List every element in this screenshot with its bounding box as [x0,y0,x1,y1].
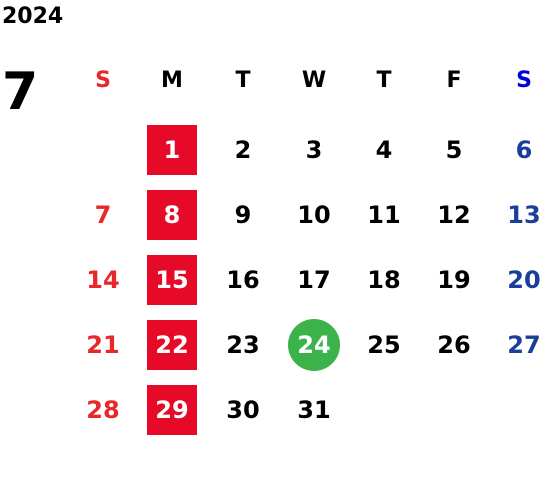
day-cell-12[interactable]: 12 [437,201,471,229]
weekday-sun: S [95,68,111,93]
day-cell-29-highlighted[interactable]: 29 [147,385,197,435]
day-cell-28[interactable]: 28 [86,396,120,424]
day-cell-14[interactable]: 14 [86,266,120,294]
day-cell-23[interactable]: 23 [226,331,260,359]
month-number: 7 [2,62,39,122]
day-cell-9[interactable]: 9 [234,201,252,229]
day-cell-22-highlighted[interactable]: 22 [147,320,197,370]
day-cell-11[interactable]: 11 [367,201,401,229]
day-cell-21[interactable]: 21 [86,331,120,359]
day-cell-8-highlighted[interactable]: 8 [147,190,197,240]
day-cell-27[interactable]: 27 [507,331,541,359]
day-cell-20[interactable]: 20 [507,266,541,294]
day-cell-6[interactable]: 6 [515,136,533,164]
day-cell-18[interactable]: 18 [367,266,401,294]
weekday-fri: F [446,68,462,93]
year-label: 2024 [2,4,64,29]
day-cell-19[interactable]: 19 [437,266,471,294]
day-cell-26[interactable]: 26 [437,331,471,359]
weekday-wed: W [301,68,327,93]
day-cell-16[interactable]: 16 [226,266,260,294]
day-cell-5[interactable]: 5 [445,136,463,164]
day-cell-15-highlighted[interactable]: 15 [147,255,197,305]
day-cell-3[interactable]: 3 [305,136,323,164]
weekday-mon: M [161,68,183,93]
day-cell-25[interactable]: 25 [367,331,401,359]
day-cell-10[interactable]: 10 [297,201,331,229]
day-cell-24-today[interactable]: 24 [288,319,340,371]
weekday-sat: S [516,68,532,93]
day-cell-13[interactable]: 13 [507,201,541,229]
day-cell-17[interactable]: 17 [297,266,331,294]
day-cell-4[interactable]: 4 [375,136,393,164]
day-cell-7[interactable]: 7 [94,201,112,229]
day-cell-31[interactable]: 31 [297,396,331,424]
weekday-tue: T [235,68,251,93]
day-cell-1-highlighted[interactable]: 1 [147,125,197,175]
day-cell-30[interactable]: 30 [226,396,260,424]
weekday-thu: T [376,68,392,93]
day-cell-2[interactable]: 2 [234,136,252,164]
